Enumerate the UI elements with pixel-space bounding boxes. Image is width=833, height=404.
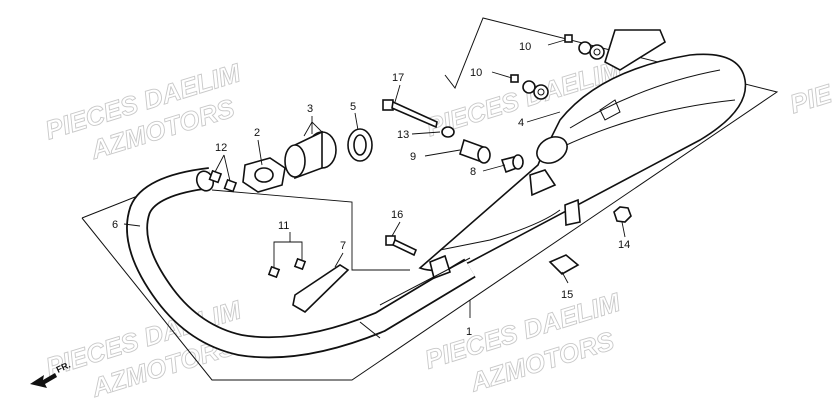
callout-3: 3 (307, 103, 313, 115)
callout-17: 17 (392, 72, 404, 84)
muffler-nut (613, 206, 632, 223)
bracket (292, 264, 350, 313)
exhaust-pipe (126, 167, 561, 359)
callout-10-upper: 10 (519, 41, 531, 53)
callout-14: 14 (618, 239, 630, 251)
callout-6: 6 (112, 219, 118, 231)
callout-2: 2 (254, 127, 260, 139)
joint-collar (284, 130, 337, 180)
watermark-fragment: PIE (786, 78, 833, 119)
mount-bolt (382, 99, 438, 129)
callout-7: 7 (340, 240, 346, 252)
heat-shield-bolt-lower (510, 74, 549, 100)
callout-13: 13 (397, 129, 409, 141)
leader-lines (123, 39, 626, 318)
gasket (242, 157, 286, 193)
bracket-bolts (267, 257, 307, 279)
callouts: 1 2 3 4 5 6 7 8 9 10 10 11 12 13 14 15 1… (112, 41, 630, 338)
heat-shield (604, 29, 666, 71)
collar (500, 154, 524, 174)
callout-9: 9 (410, 151, 416, 163)
callout-15: 15 (561, 289, 573, 301)
callout-5: 5 (350, 101, 356, 113)
rubber-bushing (459, 138, 491, 164)
callout-16: 16 (391, 209, 403, 221)
callout-10-lower: 10 (470, 67, 482, 79)
heat-shield-bolt-upper (564, 34, 605, 60)
callout-1: 1 (466, 326, 472, 338)
flange-nuts (208, 169, 238, 193)
assembly-outline (81, 17, 779, 381)
callout-4: 4 (518, 117, 524, 129)
sealing-ring (347, 128, 373, 162)
pipe-bolt (385, 235, 418, 257)
muffler (418, 53, 747, 272)
callout-8: 8 (470, 166, 476, 178)
arrow-left-icon (30, 373, 57, 388)
callout-11: 11 (278, 220, 289, 232)
callout-12: 12 (215, 142, 227, 154)
clip-nut (548, 254, 580, 275)
washer (441, 126, 455, 138)
